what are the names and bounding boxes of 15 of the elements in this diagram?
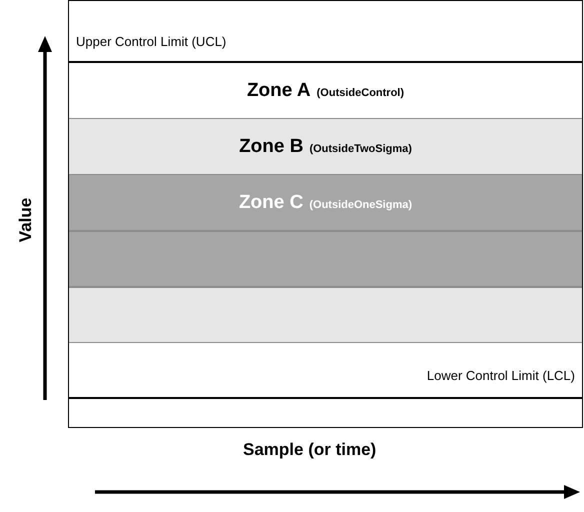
zone-subtitle: (OutsideControl) [316,86,404,98]
chart-frame [68,0,583,428]
zone-title: Zone B [239,136,304,158]
limit-label: Upper Control Limit (UCL) [76,34,226,49]
zone-band [69,287,582,343]
axis-label: Sample (or time) [243,440,376,460]
zone-band [69,119,582,175]
zone-band [69,231,582,287]
zone-title: Zone A [246,80,311,102]
zone-subtitle: (OutsideTwoSigma) [309,142,412,154]
zone-title: Zone C [238,192,304,214]
zone-band [69,175,582,231]
limit-label: Lower Control Limit (LCL) [426,368,575,383]
zone-subtitle: (OutsideOneSigma) [309,198,412,210]
axis-label: Value [16,198,36,242]
